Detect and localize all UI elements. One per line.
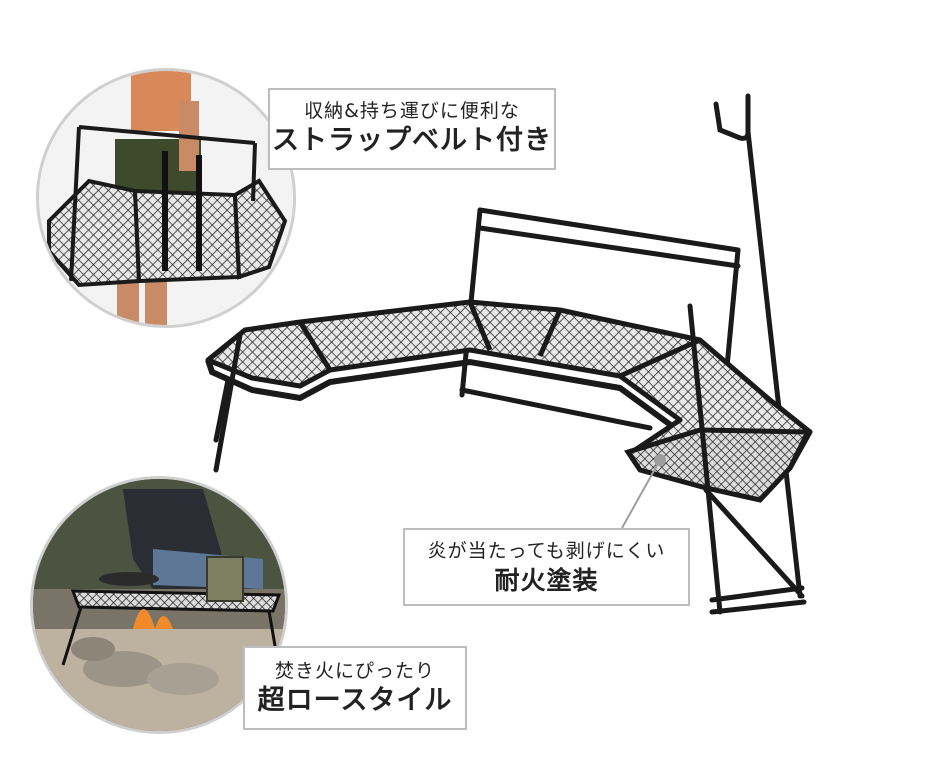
strap-callout-line2: ストラップベルト付き [272,125,552,156]
low-style-callout-line2: 超ロースタイル [257,685,453,716]
hanger-pole [713,93,803,599]
callout-pointer [621,454,666,529]
table-legs [213,303,807,615]
low-style-callout-line1: 焚き火にぴったり [274,660,435,682]
low-style-callout: 焚き火にぴったり 超ロースタイル [243,646,467,730]
fireproof-callout-line2: 耐火塗装 [494,566,599,595]
strap-callout: 収納&持ち運びに便利な ストラップベルト付き [268,88,556,170]
fireproof-callout: 炎が当たっても剥げにくい 耐火塗装 [403,528,690,606]
table-top [205,299,813,503]
fireproof-callout-line1: 炎が当たっても剥げにくい [427,540,666,562]
strap-callout-line1: 収納&持ち運びに便利な [304,100,520,122]
carry-photo [36,68,296,328]
